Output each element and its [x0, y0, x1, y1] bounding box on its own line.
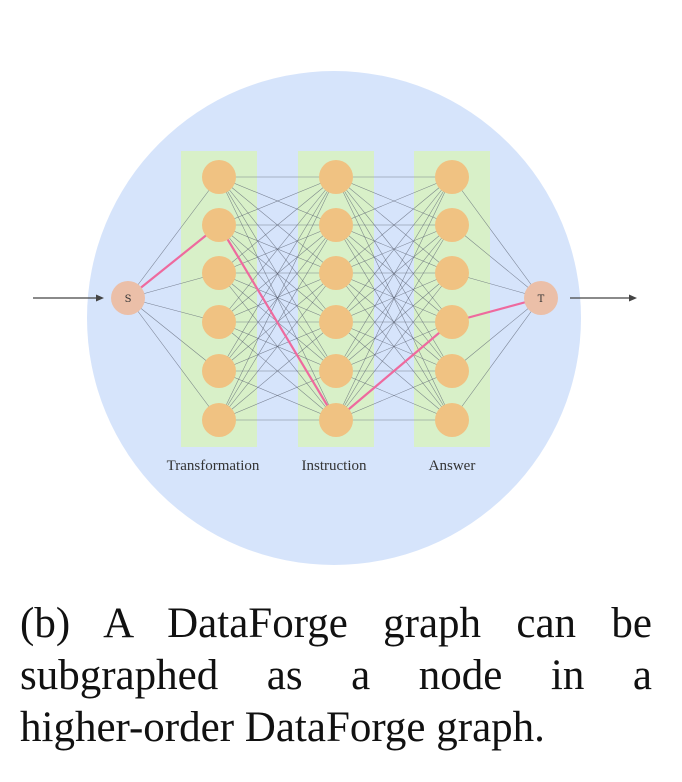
- edge: [218, 224, 337, 274]
- edge: [451, 224, 542, 299]
- edge: [451, 297, 542, 372]
- edge: [335, 176, 453, 274]
- node-transformation-6: [202, 403, 236, 437]
- edge: [335, 176, 453, 372]
- node-answer-3: [435, 256, 469, 290]
- edge: [218, 176, 337, 226]
- edge: [335, 370, 453, 421]
- edge: [335, 272, 453, 421]
- edge: [127, 297, 220, 421]
- node-instruction-2: [319, 208, 353, 242]
- edge: [335, 176, 453, 226]
- edge: [218, 176, 337, 372]
- column-panel-instruction: [298, 151, 374, 447]
- node-answer-5: [435, 354, 469, 388]
- edge: [218, 370, 337, 421]
- edge: [218, 272, 337, 323]
- figure-caption: (b) A DataForge graph can be subgraphed …: [20, 598, 652, 754]
- node-instruction-6: [319, 403, 353, 437]
- edge: [218, 176, 337, 421]
- dataforge-graph-diagram: S T Transformation Instruction Answer: [33, 71, 637, 565]
- node-transformation-2: [202, 208, 236, 242]
- column-label-instruction: Instruction: [302, 458, 367, 474]
- edge: [335, 272, 453, 323]
- caption-line-3: higher-order DataForge graph.: [20, 704, 545, 751]
- node-answer-6: [435, 403, 469, 437]
- node-instruction-5: [319, 354, 353, 388]
- input-arrow-head: [96, 294, 104, 302]
- node-answer-2: [435, 208, 469, 242]
- edge: [218, 272, 337, 421]
- edge: [335, 224, 453, 274]
- edge: [335, 176, 453, 323]
- node-transformation-4: [202, 305, 236, 339]
- sink-node-label: T: [538, 294, 545, 305]
- output-arrow-head: [629, 294, 637, 302]
- source-node-label: S: [125, 294, 132, 305]
- node-instruction-4: [319, 305, 353, 339]
- column-panel-transformation: [181, 151, 257, 447]
- source-node: S: [111, 281, 145, 315]
- sink-node: T: [524, 281, 558, 315]
- node-transformation-3: [202, 256, 236, 290]
- caption-line-1: (b) A DataForge graph can: [20, 600, 577, 647]
- node-answer-4: [435, 305, 469, 339]
- node-instruction-3: [319, 256, 353, 290]
- edge: [218, 321, 337, 421]
- edge: [451, 176, 542, 299]
- column-panel-answer: [414, 151, 490, 447]
- edge: [335, 224, 453, 421]
- edge: [335, 176, 453, 421]
- edge: [451, 297, 542, 421]
- node-transformation-1: [202, 160, 236, 194]
- node-instruction-1: [319, 160, 353, 194]
- caption-line-2: be subgraphed as a node in a: [20, 600, 652, 699]
- node-transformation-5: [202, 354, 236, 388]
- edge: [218, 176, 337, 323]
- node-answer-1: [435, 160, 469, 194]
- edge: [127, 176, 220, 299]
- edge: [127, 297, 220, 372]
- column-label-transformation: Transformation: [167, 458, 260, 474]
- column-label-answer: Answer: [429, 458, 476, 474]
